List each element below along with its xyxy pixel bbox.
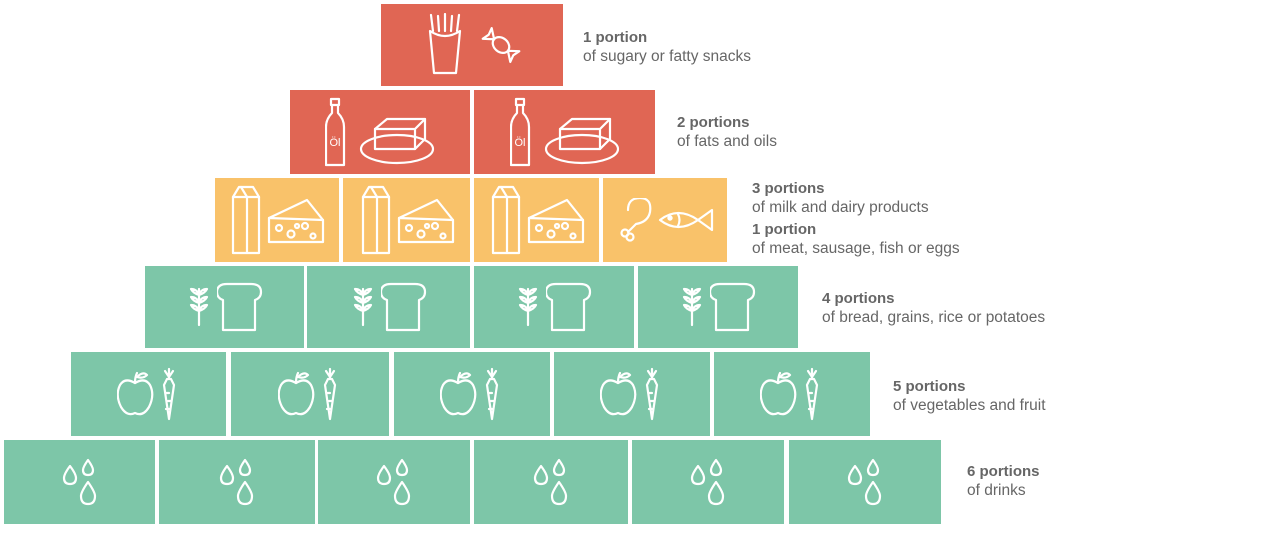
svg-text:Öl: Öl <box>514 137 525 149</box>
carrot-icon <box>323 367 337 421</box>
pyramid-block-tier4-3 <box>474 266 634 348</box>
apple-icon <box>278 371 315 416</box>
bread-icon <box>216 282 262 332</box>
drops-icon <box>62 458 96 506</box>
carrot-icon <box>162 367 175 421</box>
cheese-icon <box>267 198 325 244</box>
drops-icon <box>533 458 568 506</box>
fries-icon <box>428 13 462 75</box>
pyramid-block-tier4-2 <box>307 266 470 348</box>
drops-icon <box>219 458 254 506</box>
drops-icon <box>376 458 411 506</box>
snacks-desc: of sugary or fatty snacks <box>583 48 751 65</box>
fish-icon <box>658 208 714 232</box>
pyramid-block-tier6-1 <box>4 440 155 524</box>
pyramid-block-tier6-4 <box>474 440 628 524</box>
label-bread: 4 portions of bread, grains, rice or pot… <box>822 289 1045 327</box>
drops-icon <box>690 458 725 506</box>
pyramid-block-tier5-5 <box>714 352 870 436</box>
pyramid-block-tier3-2 <box>343 178 470 262</box>
pyramid-block-tier4-4 <box>638 266 798 348</box>
label-drinks: 6 portions of drinks <box>967 462 1040 500</box>
butter-icon <box>544 117 619 165</box>
oil-bottle-icon: Öl <box>509 97 530 167</box>
bread-count: 4 portions <box>822 290 895 307</box>
apple-icon <box>760 371 797 416</box>
dairy-desc: of milk and dairy products <box>752 199 929 216</box>
meat-desc: of meat, sausage, fish or eggs <box>752 240 960 257</box>
label-dairy-meat: 3 portions of milk and dairy products 1 … <box>752 179 960 258</box>
pyramid-block-tier5-4 <box>554 352 710 436</box>
drinks-desc: of drinks <box>967 482 1026 499</box>
grain-icon <box>518 287 538 327</box>
label-snacks: 1 portion of sugary or fatty snacks <box>583 28 751 66</box>
pyramid-block-tier6-6 <box>789 440 941 524</box>
carrot-icon <box>645 367 659 421</box>
carrot-icon <box>805 367 819 421</box>
apple-icon <box>600 371 637 416</box>
bread-icon <box>380 282 426 332</box>
veg-desc: of vegetables and fruit <box>893 397 1046 414</box>
bread-icon <box>546 282 592 332</box>
pyramid-block-tier5-2 <box>231 352 389 436</box>
label-veg: 5 portions of vegetables and fruit <box>893 377 1046 415</box>
drinks-count: 6 portions <box>967 463 1040 480</box>
pyramid-block-tier6-5 <box>632 440 784 524</box>
pyramid-block-tier6-3 <box>318 440 470 524</box>
pyramid-block-tier3-1 <box>215 178 339 262</box>
milk-carton-icon <box>231 185 261 255</box>
grain-icon <box>682 287 702 327</box>
apple-icon <box>440 371 477 416</box>
pyramid-block-tier3-3 <box>474 178 599 262</box>
butter-icon <box>359 117 435 165</box>
candy-icon <box>481 26 521 64</box>
label-fats: 2 portions of fats and oils <box>677 113 777 151</box>
pyramid-block-tier5-3 <box>394 352 550 436</box>
veg-count: 5 portions <box>893 378 966 395</box>
drops-icon <box>847 458 882 506</box>
pyramid-block-tier5-1 <box>71 352 226 436</box>
apple-icon <box>116 371 153 416</box>
cheese-icon <box>397 198 454 244</box>
fats-count: 2 portions <box>677 114 750 131</box>
pyramid-block-tier3-4 <box>603 178 727 262</box>
bread-icon <box>710 282 756 332</box>
fats-desc: of fats and oils <box>677 133 777 150</box>
milk-carton-icon <box>491 185 520 255</box>
oil-bottle-icon: Öl <box>325 97 346 167</box>
meat-count: 1 portion <box>752 221 817 238</box>
pyramid-block-tier2-2: Öl <box>474 90 655 174</box>
pyramid-block-tier2-1: Öl <box>290 90 470 174</box>
snacks-count: 1 portion <box>583 29 648 46</box>
pyramid-block-tier4-1 <box>145 266 304 348</box>
grain-icon <box>353 287 372 327</box>
milk-carton-icon <box>361 185 390 255</box>
cheese-icon <box>527 198 584 244</box>
bread-desc: of bread, grains, rice or potatoes <box>822 309 1046 326</box>
svg-text:Öl: Öl <box>330 137 341 149</box>
dairy-count: 3 portions <box>752 180 825 197</box>
chicken-leg-icon <box>620 198 652 242</box>
pyramid-block-tier6-2 <box>159 440 315 524</box>
pyramid-block-tier1-1 <box>381 4 563 86</box>
grain-icon <box>189 287 208 327</box>
carrot-icon <box>485 367 499 421</box>
